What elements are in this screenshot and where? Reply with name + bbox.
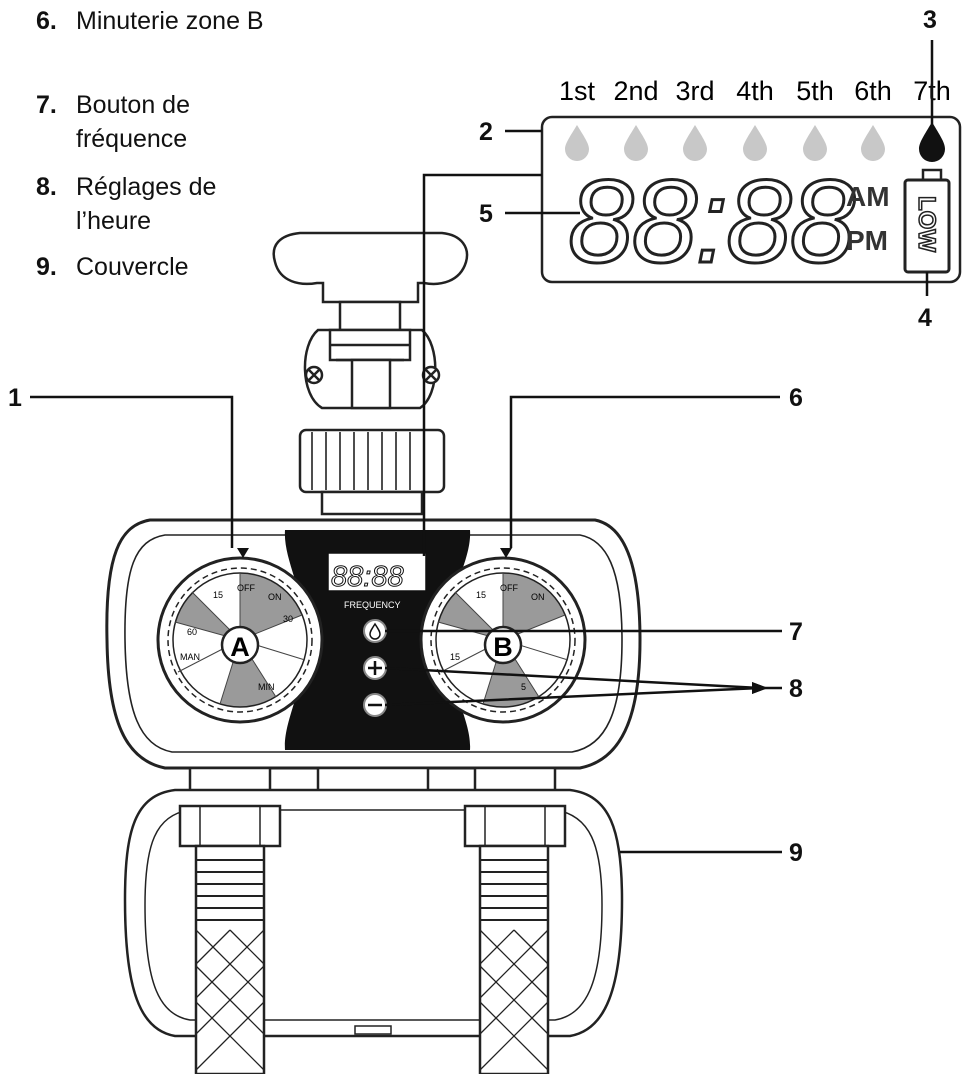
hex-nut-right <box>463 804 567 848</box>
arrowhead-icon <box>752 682 768 694</box>
drop-icon <box>565 125 589 161</box>
plus-button[interactable] <box>363 656 387 680</box>
callout-number: 7 <box>789 618 803 646</box>
battery-low-icon: LOW <box>903 168 951 274</box>
coupling-neck <box>320 490 424 516</box>
dial-pointer-icon <box>237 548 249 558</box>
dial-mark: 15 <box>476 590 486 600</box>
dial-zone-a[interactable]: A OFF ON 15 30 60 MAN MIN <box>156 548 324 724</box>
pm-indicator: PM <box>846 225 888 256</box>
legend-number: 7. <box>36 91 57 119</box>
dial-mark: 60 <box>187 627 197 637</box>
hex-nut-left <box>178 804 282 848</box>
faucet-connector <box>272 231 469 516</box>
dial-mark: 15 <box>213 590 223 600</box>
legend-number: 6. <box>36 7 57 35</box>
callout-number: 9 <box>789 839 803 867</box>
dial-label: B <box>493 632 513 662</box>
callout-number: 5 <box>479 200 493 228</box>
cover-latch <box>354 1025 392 1035</box>
outlet-cover-assembly <box>123 766 624 1074</box>
drop-icon <box>803 125 827 161</box>
legend-label: Couvercle <box>76 253 189 281</box>
leader-line-1 <box>30 395 234 548</box>
dial-mark: ON <box>268 592 282 602</box>
callout-number: 1 <box>8 384 22 412</box>
legend-item-9: 9. Couvercle <box>36 250 276 284</box>
minus-button[interactable] <box>363 693 387 717</box>
lcd-digits: 88:88 <box>568 156 855 288</box>
dial-mark: MIN <box>258 682 275 692</box>
battery-low-label: LOW <box>913 196 940 252</box>
leader-line-lcd <box>422 173 542 556</box>
legend-item-6: 6. Minuterie zone B <box>36 4 276 38</box>
legend-label: Bouton de fréquence <box>76 91 190 153</box>
lcd-frame <box>540 115 962 284</box>
dial-mark: ON <box>531 592 545 602</box>
day-label: 5th <box>796 76 834 106</box>
timer-housing: 88:88 FREQUENCY <box>105 518 642 770</box>
coupling-nut <box>298 428 446 494</box>
tap-stem <box>338 300 402 334</box>
hose-left <box>194 844 266 1074</box>
drop-icon <box>743 125 767 161</box>
dial-hub <box>220 625 260 665</box>
legend-item-8: 8. Réglages de l’heure <box>36 170 276 238</box>
lcd-zoom-panel: 1st 2nd 3rd 4th 5th 6th 7th 88:88 AM <box>540 76 962 290</box>
drop-icon <box>369 622 381 640</box>
plus-icon <box>368 661 382 675</box>
dial-mark: OFF <box>500 583 518 593</box>
tap-handle <box>272 231 469 304</box>
callout-number: 2 <box>479 118 493 146</box>
dial-mark: 15 <box>450 652 460 662</box>
legend-number: 8. <box>36 173 57 201</box>
callout-number: 3 <box>923 6 937 34</box>
callout-number: 6 <box>789 384 803 412</box>
frequency-button[interactable] <box>363 619 387 643</box>
day-label: 3rd <box>675 76 714 106</box>
swivel-arm <box>350 358 392 410</box>
day-label: 1st <box>559 76 596 106</box>
callout-numbers: 1 2 3 4 5 6 7 8 9 <box>8 6 937 867</box>
day-label: 4th <box>736 76 774 106</box>
dial-mark: MAN <box>180 652 200 662</box>
legend-label: Minuterie zone B <box>76 7 264 35</box>
drop-icon <box>624 125 648 161</box>
drop-icon <box>683 125 707 161</box>
am-indicator: AM <box>846 181 890 212</box>
day-label: 2nd <box>613 76 658 106</box>
leader-line-6 <box>509 395 780 548</box>
callout-number: 4 <box>918 304 932 332</box>
drop-icon-active <box>919 122 945 162</box>
water-drop-icons <box>565 122 945 162</box>
dial-mark: 5 <box>521 682 526 692</box>
drop-icon <box>861 125 885 161</box>
dial-mark: OFF <box>237 583 255 593</box>
dial-label: A <box>230 632 250 662</box>
legend-label: Réglages de l’heure <box>76 173 217 235</box>
frequency-label: FREQUENCY <box>344 600 401 610</box>
day-label: 6th <box>854 76 892 106</box>
callout-number: 8 <box>789 675 803 703</box>
mini-lcd <box>327 552 427 592</box>
legend-number: 9. <box>36 253 57 281</box>
dial-mark: 30 <box>283 614 293 624</box>
mini-lcd-digits: 88:88 <box>331 561 404 593</box>
hose-right <box>478 844 550 1074</box>
dial-hub <box>483 625 523 665</box>
dial-pointer-icon <box>500 548 512 558</box>
legend-item-7: 7. Bouton de fréquence <box>36 88 276 156</box>
